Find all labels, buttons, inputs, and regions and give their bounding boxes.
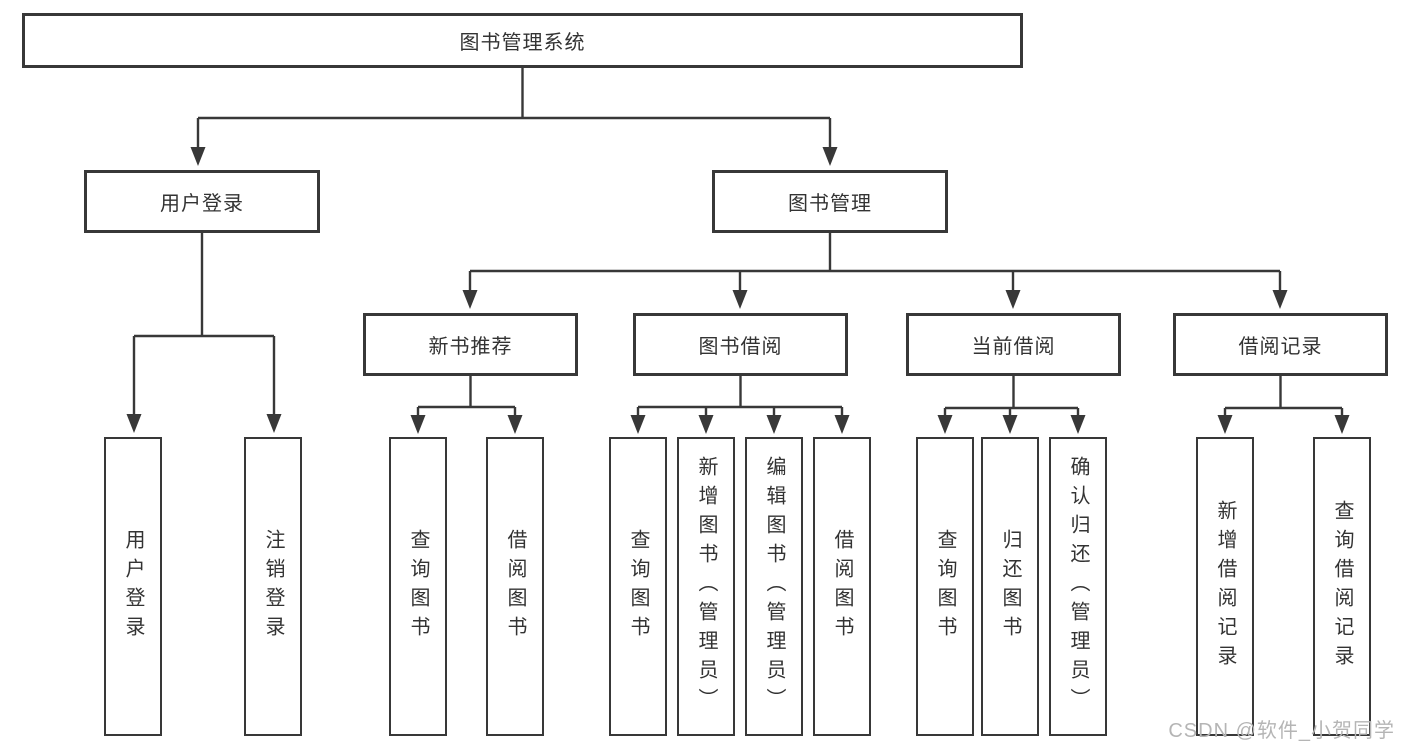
leaf-query-books-borrow: 查询图书 [609, 437, 667, 736]
leaf-query-books-current: 查询图书 [916, 437, 974, 736]
leaf-edit-book-admin: 编辑图书（管理员） [745, 437, 803, 736]
leaf-add-borrow-record: 新增借阅记录 [1196, 437, 1254, 736]
leaf-return-book: 归还图书 [981, 437, 1039, 736]
leaf-label: 借阅图书 [831, 528, 853, 645]
leaf-user-login: 用户登录 [104, 437, 162, 736]
leaf-label: 查询图书 [407, 528, 429, 645]
leaf-borrow-books: 借阅图书 [813, 437, 871, 736]
node-book-borrow: 图书借阅 [633, 313, 848, 376]
leaf-label: 确认归还（管理员） [1067, 456, 1089, 717]
leaf-label: 注销登录 [262, 528, 284, 645]
leaf-label: 用户登录 [122, 528, 144, 645]
node-book-management: 图书管理 [712, 170, 948, 233]
leaf-add-book-admin: 新增图书（管理员） [677, 437, 735, 736]
leaf-label: 归还图书 [999, 528, 1021, 645]
leaf-borrow-books-recommend: 借阅图书 [486, 437, 544, 736]
leaf-logout: 注销登录 [244, 437, 302, 736]
leaf-label: 查询借阅记录 [1331, 499, 1353, 674]
leaf-confirm-return-admin: 确认归还（管理员） [1049, 437, 1107, 736]
node-book-management-system: 图书管理系统 [22, 13, 1023, 68]
leaf-label: 新增借阅记录 [1214, 499, 1236, 674]
leaf-label: 新增图书（管理员） [695, 456, 717, 717]
node-current-borrow: 当前借阅 [906, 313, 1121, 376]
leaf-label: 查询图书 [934, 528, 956, 645]
leaf-label: 编辑图书（管理员） [763, 456, 785, 717]
leaf-query-books-recommend: 查询图书 [389, 437, 447, 736]
node-borrow-records: 借阅记录 [1173, 313, 1388, 376]
leaf-query-borrow-record: 查询借阅记录 [1313, 437, 1371, 736]
watermark: CSDN @软件_小贺同学 [1168, 720, 1395, 742]
node-user-login: 用户登录 [84, 170, 320, 233]
leaf-label: 查询图书 [627, 528, 649, 645]
node-new-book-recommend: 新书推荐 [363, 313, 578, 376]
leaf-label: 借阅图书 [504, 528, 526, 645]
